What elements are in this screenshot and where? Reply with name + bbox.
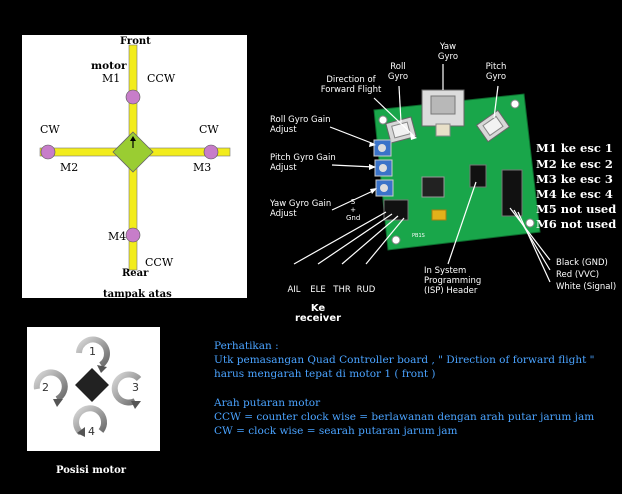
motor-word-label: motor [91,60,127,72]
esc-m5: M5 not used [536,202,617,216]
board-silkscreen: PB1S [412,233,425,239]
motor-position-diagram: 1 2 3 4 [33,336,142,438]
input-thr-label: THR [333,285,351,295]
esc-m2: M2 ke esc 2 [536,157,613,171]
rotation-arrow-2 [33,369,68,402]
motor-pos-2: 2 [42,381,49,394]
controller-diamond [112,131,154,173]
motor-pos-4: 4 [88,425,95,438]
esc-m4: M4 ke esc 4 [536,187,613,201]
input-rud-label: RUD [356,285,376,295]
ke-receiver-label: Ke receiver [294,303,342,324]
s-plus-gnd-label: S + Gnd [346,198,361,222]
esc-m3: M3 ke esc 3 [536,172,613,186]
rotation-arrow-1 [76,336,110,368]
wire-black-label: Black (GND) [556,258,608,268]
m2-label: M2 [60,161,79,174]
m1-label: M1 [102,72,121,85]
wire-white-label: White (Signal) [556,282,617,292]
esc-m1: M1 ke esc 1 [536,141,613,155]
direction-label: Direction of Forward Flight [320,75,382,95]
pitch-gyro-label: Pitch Gyro [485,62,507,82]
motor-m2 [40,144,56,160]
m4-dir-label: CCW [145,256,174,269]
notes-line2: harus mengarah tepat di motor 1 ( front … [214,368,436,380]
motor-pos-1: 1 [89,345,96,358]
roll-gyro [385,116,417,144]
m2-dir-label: CW [40,123,60,136]
controller-board-diagram: PB1S [293,64,551,283]
m4-label: M4 [108,230,127,243]
notes-ccw: CCW = counter clock wise = berlawanan de… [214,411,595,423]
wire-red-label: Red (VVC) [556,270,600,280]
roll-gyro-label: Roll Gyro [387,62,409,82]
roll-gain-label: Roll Gyro Gain Adjust [270,115,331,135]
pitch-gain-label: Pitch Gyro Gain Adjust [270,153,336,173]
m1-dir-label: CCW [147,72,176,85]
pitch-gyro [475,109,511,143]
motor-m1 [125,89,141,105]
top-view-caption: tampak atas [103,289,172,300]
motor-m4 [125,227,141,243]
esc-m6: M6 not used [536,217,617,231]
rotation-arrow-3 [111,371,142,406]
m3-label: M3 [193,161,212,174]
isp-label: In System Programming (ISP) Header [424,266,482,296]
rear-label: Rear [122,268,149,279]
rotation-arrow-4 [73,405,108,436]
notes-heading2: Arah putaran motor [214,397,321,409]
motor-m3 [203,144,219,160]
notes-line1: Utk pemasangan Quad Controller board , "… [214,354,595,366]
notes-cw: CW = clock wise = searah putaran jarum j… [214,425,458,437]
motor-position-caption: Posisi motor [56,465,127,476]
input-ail-label: AIL [287,285,301,295]
notes-heading: Perhatikan : [214,340,279,352]
isp-header [469,164,487,188]
input-ele-label: ELE [310,285,326,295]
center-diamond [75,368,109,402]
front-label: Front [120,36,151,47]
quad-frame-diagram [39,44,231,271]
mcu-chip [421,176,445,198]
yaw-gain-label: Yaw Gyro Gain Adjust [270,199,332,219]
motor-pos-3: 3 [132,381,139,394]
output-header [501,169,523,217]
m3-dir-label: CW [199,123,219,136]
yaw-gyro-label: Yaw Gyro [437,42,459,62]
